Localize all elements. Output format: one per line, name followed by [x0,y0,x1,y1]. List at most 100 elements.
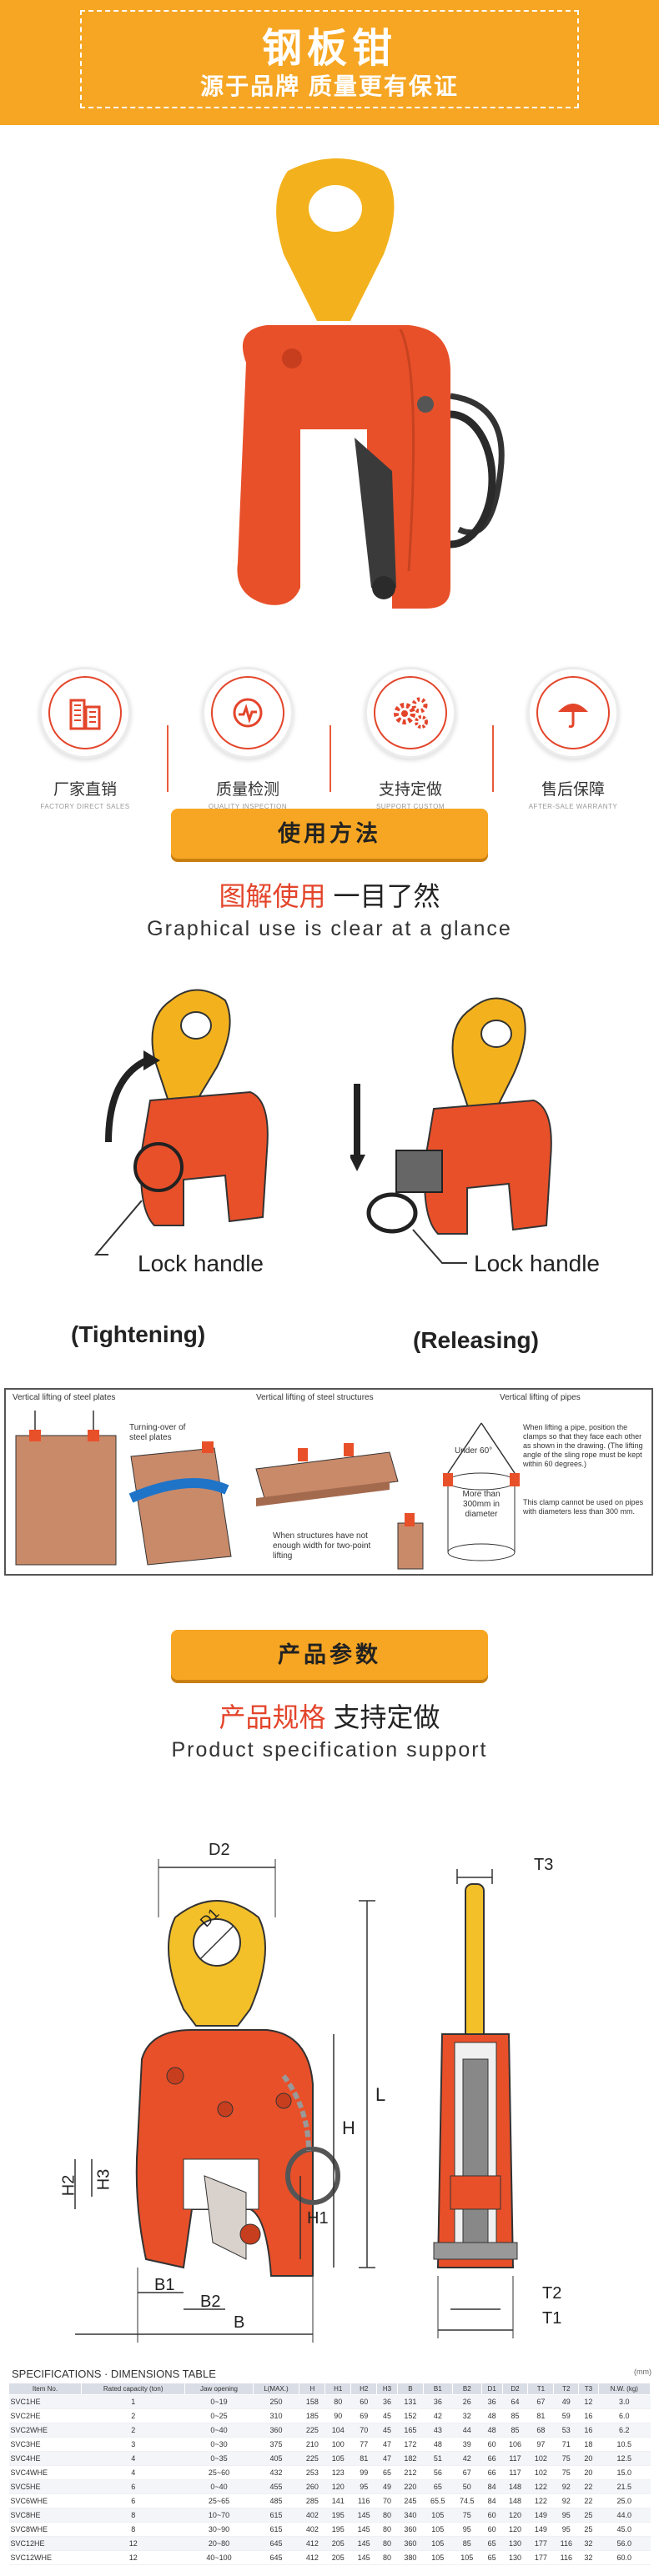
table-cell: 212 [397,2465,424,2480]
dim-label-b: B [234,2313,245,2332]
table-cell: 48 [423,2437,453,2452]
table-cell: 148 [502,2493,528,2508]
feature-title: 支持定做 [378,781,442,799]
table-cell: 77 [350,2437,377,2452]
table-cell: 6.0 [598,2408,651,2423]
table-cell: 85 [452,2536,482,2551]
turning-over-label: Turning-over of steel plates [129,1423,186,1442]
table-cell: 75 [452,2508,482,2523]
table-cell: 69 [350,2408,377,2423]
table-cell: 0~40 [184,2479,254,2494]
table-cell: 615 [253,2522,299,2537]
table-cell: 105 [423,2508,453,2523]
building-icon [69,699,101,730]
feature-factory-direct: 厂家直销 FACTORY DIRECT SALES [23,667,148,810]
table-header-cell: H3 [376,2383,398,2395]
table-cell: 149 [527,2508,554,2523]
table-cell: 67 [452,2465,482,2480]
table-cell: 130 [502,2550,528,2565]
header-banner [0,0,659,125]
table-cell: 21.5 [598,2479,651,2494]
table-cell: SVC2HE [8,2408,82,2423]
table-cell: 148 [502,2479,528,2494]
table-cell: 22 [578,2493,599,2508]
table-cell: SVC4HE [8,2451,82,2466]
table-cell: 145 [350,2508,377,2523]
table-cell: 2 [81,2423,185,2438]
usage-banner: 使用方法 [171,809,488,859]
table-cell: 42 [423,2408,453,2423]
pipe-note-2: This clamp cannot be used on pipes with … [523,1498,644,1516]
table-cell: 102 [527,2451,554,2466]
table-cell: 177 [527,2550,554,2565]
table-cell: 100 [324,2437,351,2452]
table-header-cell: B2 [451,2383,482,2395]
table-cell: SVC6WHE [8,2493,82,2508]
table-cell: 4 [81,2451,185,2466]
table-cell: 80 [376,2508,398,2523]
table-cell: 81 [527,2408,554,2423]
table-cell: 60.0 [598,2550,651,2565]
table-cell: 375 [253,2437,299,2452]
table-header-cell: D1 [480,2383,503,2395]
feature-after-sale: 售后保障 AFTER-SALE WARRANTY [511,667,636,810]
feature-title: 质量检测 [215,781,279,799]
table-cell: SVC8HE [8,2508,82,2523]
lock-handle-pointer-left [93,1200,143,1255]
table-cell: 36 [481,2394,503,2409]
table-cell: 402 [299,2508,325,2523]
table-cell: 145 [350,2536,377,2551]
table-cell: 405 [253,2451,299,2466]
table-cell: 84 [481,2479,503,2494]
tightening-illustration [105,989,269,1226]
gears-icon [394,697,428,729]
table-cell: 165 [397,2423,424,2438]
table-cell: 205 [324,2536,351,2551]
table-header-cell: L(MAX.) [252,2383,300,2395]
table-cell: 152 [397,2408,424,2423]
table-cell: 36 [376,2394,398,2409]
table-cell: 0~25 [184,2408,254,2423]
table-cell: 22 [578,2479,599,2494]
under-60-label: Under 60° [455,1446,493,1456]
table-cell: 64 [502,2394,528,2409]
table-cell: 360 [397,2536,424,2551]
table-header-cell: N.W. (kg) [597,2383,651,2395]
table-cell: 105 [423,2536,453,2551]
table-cell: SVC2WHE [8,2423,82,2438]
vertical-structures-label: Vertical lifting of steel structures [256,1393,374,1402]
table-cell: 245 [397,2493,424,2508]
table-cell: 65 [481,2536,503,2551]
table-cell: 39 [452,2437,482,2452]
table-header-cell: Item No. [8,2383,82,2395]
table-cell: 47 [376,2451,398,2466]
table-cell: SVC1HE [8,2394,82,2409]
table-cell: 42 [452,2451,482,2466]
table-cell: 412 [299,2536,325,2551]
table-cell: 485 [253,2493,299,2508]
table-cell: 80 [376,2522,398,2537]
table-cell: 70 [376,2493,398,2508]
lock-handle-pointer-right [412,1229,467,1264]
table-cell: 12 [81,2550,185,2565]
table-cell: 48 [481,2423,503,2438]
table-cell: 177 [527,2536,554,2551]
feature-custom: 支持定做 SUPPORT CUSTOM [348,667,473,810]
table-header-cell: T3 [578,2383,599,2395]
vertical-pipes-label: Vertical lifting of pipes [500,1393,581,1402]
table-cell: 310 [253,2408,299,2423]
table-cell: 99 [350,2465,377,2480]
table-cell: 104 [324,2423,351,2438]
table-cell: 66 [481,2465,503,2480]
dim-label-t2: T2 [542,2284,562,2303]
table-cell: 260 [299,2479,325,2494]
table-cell: 185 [299,2408,325,2423]
table-cell: 45.0 [598,2522,651,2537]
table-cell: 360 [397,2522,424,2537]
vertical-plates-label: Vertical lifting of steel plates [13,1393,116,1402]
table-cell: 95 [553,2508,579,2523]
table-cell: 149 [527,2522,554,2537]
table-cell: 40~100 [184,2550,254,2565]
